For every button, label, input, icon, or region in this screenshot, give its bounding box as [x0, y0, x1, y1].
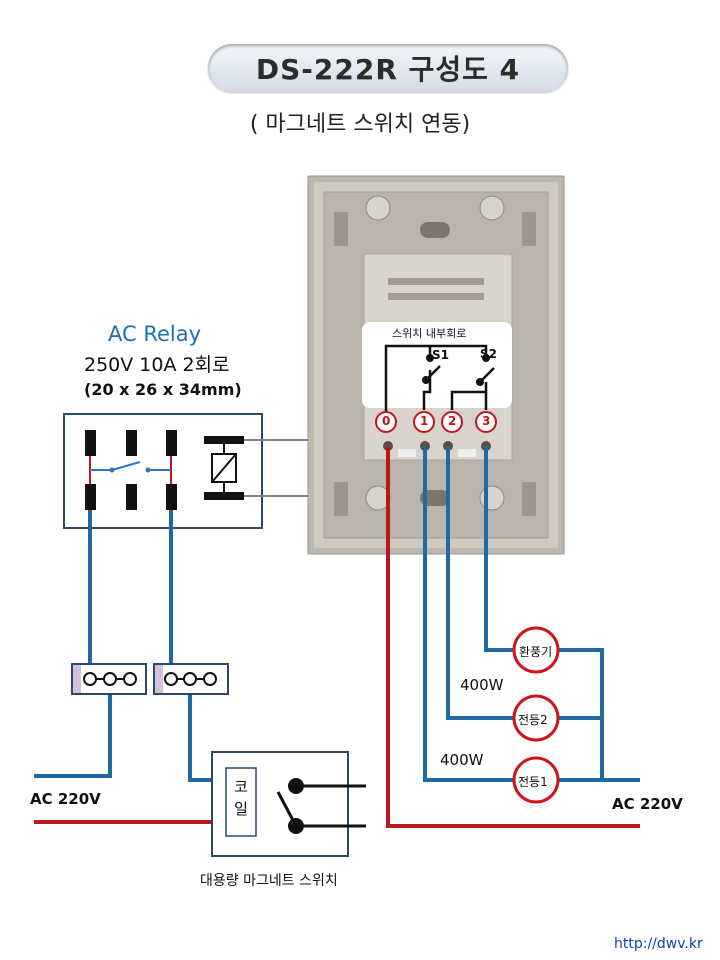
load-circles	[512, 626, 560, 804]
switch-s1-label: S1	[432, 348, 449, 362]
terminal-2-label: 2	[448, 414, 457, 428]
right-ac-label: AC 220V	[612, 795, 683, 813]
coil-label-text: 코일	[234, 778, 248, 818]
red-wires	[34, 446, 640, 828]
switch-circuit-label: 스위치 내부회로	[392, 327, 467, 340]
light2-label: 전등2	[518, 713, 548, 727]
magnetic-switch-caption: 대용량 마그네트 스위치	[200, 873, 338, 889]
coil-label: 코일	[233, 776, 249, 820]
relay-title: AC Relay	[108, 322, 202, 346]
relay-rating: 250V 10A 2회로	[84, 354, 230, 376]
light1-power-label: 400W	[440, 751, 484, 769]
switch-panel	[307, 175, 565, 555]
page-subtitle: ( 마그네트 스위치 연동)	[249, 112, 471, 137]
switch-s2-label: S2	[480, 347, 497, 361]
terminal-1-label: 1	[420, 414, 429, 428]
light2-power-label: 400W	[460, 676, 504, 694]
terminal-0-label: 0	[382, 414, 391, 428]
left-ac-label: AC 220V	[30, 790, 101, 808]
relay-size: (20 x 26 x 34mm)	[84, 380, 242, 399]
relay-box	[63, 413, 308, 529]
footer-url-link[interactable]: http://dwv.kr	[614, 936, 703, 952]
light1-label: 전등1	[518, 775, 548, 789]
terminal-3-label: 3	[482, 414, 491, 428]
fan-label: 환풍기	[519, 645, 553, 659]
blue-wires	[34, 446, 640, 782]
title-banner: DS-222R 구성도 4	[208, 44, 568, 92]
magnetic-switch	[211, 751, 366, 857]
terminal-blocks	[71, 663, 229, 695]
page-title: DS-222R 구성도 4	[255, 53, 521, 86]
